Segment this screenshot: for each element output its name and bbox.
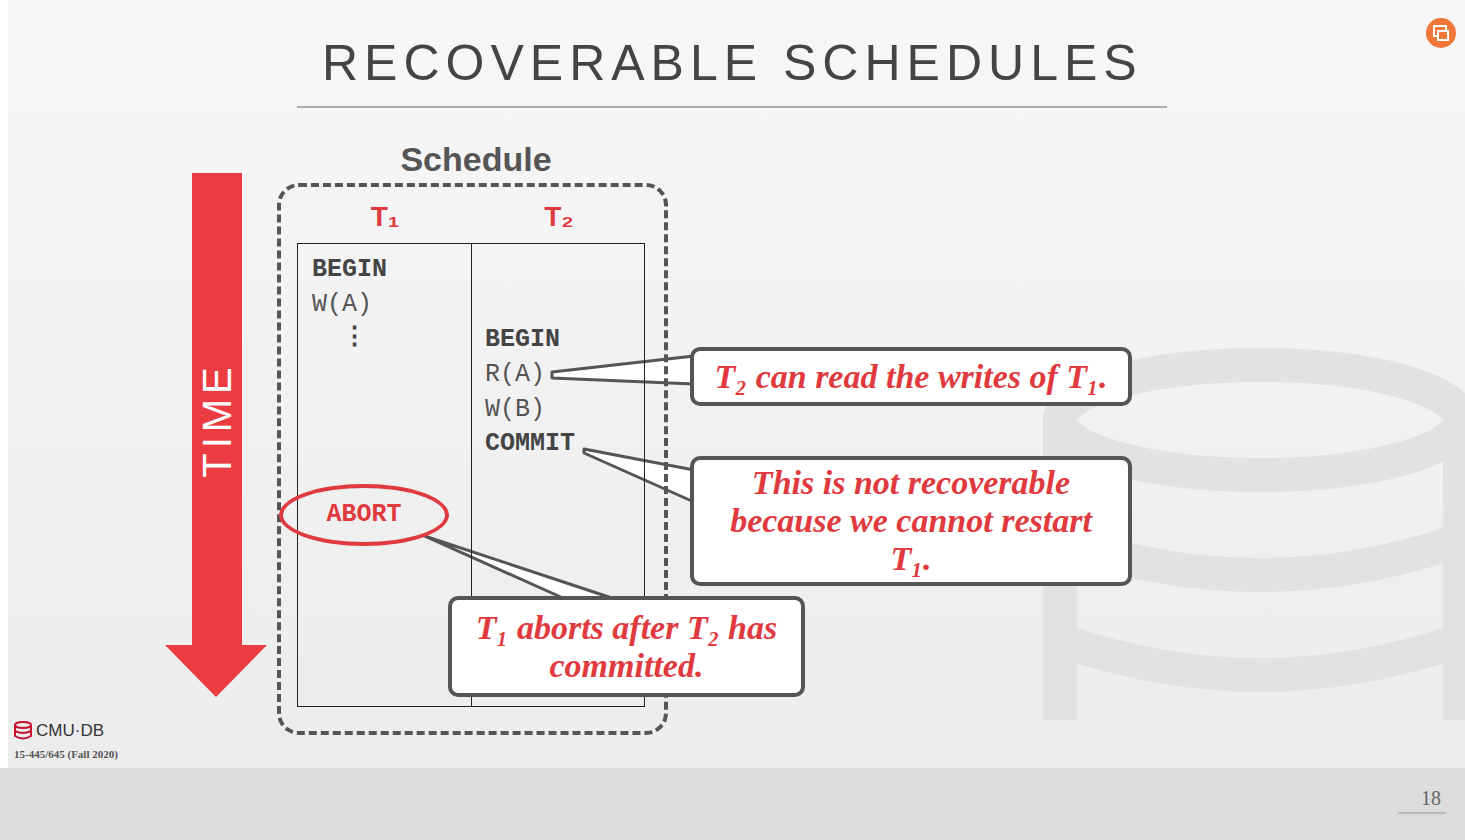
callout-box: This is not recoverable because we canno… bbox=[690, 456, 1132, 586]
abort-text: ABORT bbox=[326, 501, 401, 529]
callout-tail bbox=[424, 536, 624, 602]
slide-edge bbox=[0, 0, 8, 768]
node-text: T₁ aborts after T₂ has committed. bbox=[464, 609, 789, 685]
time-arrow-head bbox=[165, 645, 267, 697]
transaction-column: T₁BEGINW(A)⋮ABORT bbox=[297, 243, 472, 707]
node-text: This is not recoverable because we canno… bbox=[706, 464, 1116, 578]
callout-box: T₂ can read the writes of T₁. bbox=[690, 347, 1132, 406]
title-rule bbox=[297, 106, 1167, 108]
footer-band bbox=[0, 768, 1465, 840]
corner-icon bbox=[1426, 18, 1456, 48]
time-axis-label: TIME bbox=[194, 362, 240, 478]
frame-heading: Schedule bbox=[400, 139, 551, 179]
column-header: T₂ bbox=[544, 200, 574, 234]
corner-icon-glyph bbox=[1438, 31, 1448, 40]
operation: R(A) bbox=[485, 361, 545, 389]
time-arrow-shaft bbox=[192, 173, 242, 648]
operation: W(B) bbox=[485, 396, 545, 424]
logo-text: CMU·DB bbox=[36, 721, 104, 741]
callout-tail bbox=[552, 356, 694, 384]
callout-box: T₁ aborts after T₂ has committed. bbox=[448, 596, 805, 697]
slide-title: RECOVERABLE SCHEDULES bbox=[322, 33, 1143, 93]
cmu-db-logo bbox=[15, 722, 31, 739]
node-text: T₂ can read the writes of T₁. bbox=[715, 358, 1108, 396]
operation: COMMIT bbox=[485, 430, 575, 458]
page-number: 18 bbox=[1421, 786, 1441, 810]
operation: W(A) bbox=[312, 291, 372, 319]
operation: BEGIN bbox=[485, 326, 560, 354]
operation: BEGIN bbox=[312, 256, 387, 284]
course-label: 15-445/645 (Fall 2020) bbox=[14, 747, 118, 761]
column-header: T₁ bbox=[371, 200, 400, 234]
ellipsis: ⋮ bbox=[342, 324, 367, 352]
callout-tail bbox=[584, 449, 694, 502]
slide-ground bbox=[0, 0, 1465, 768]
page-rule bbox=[1398, 813, 1446, 814]
abort-ellipse: ABORT bbox=[279, 484, 449, 546]
